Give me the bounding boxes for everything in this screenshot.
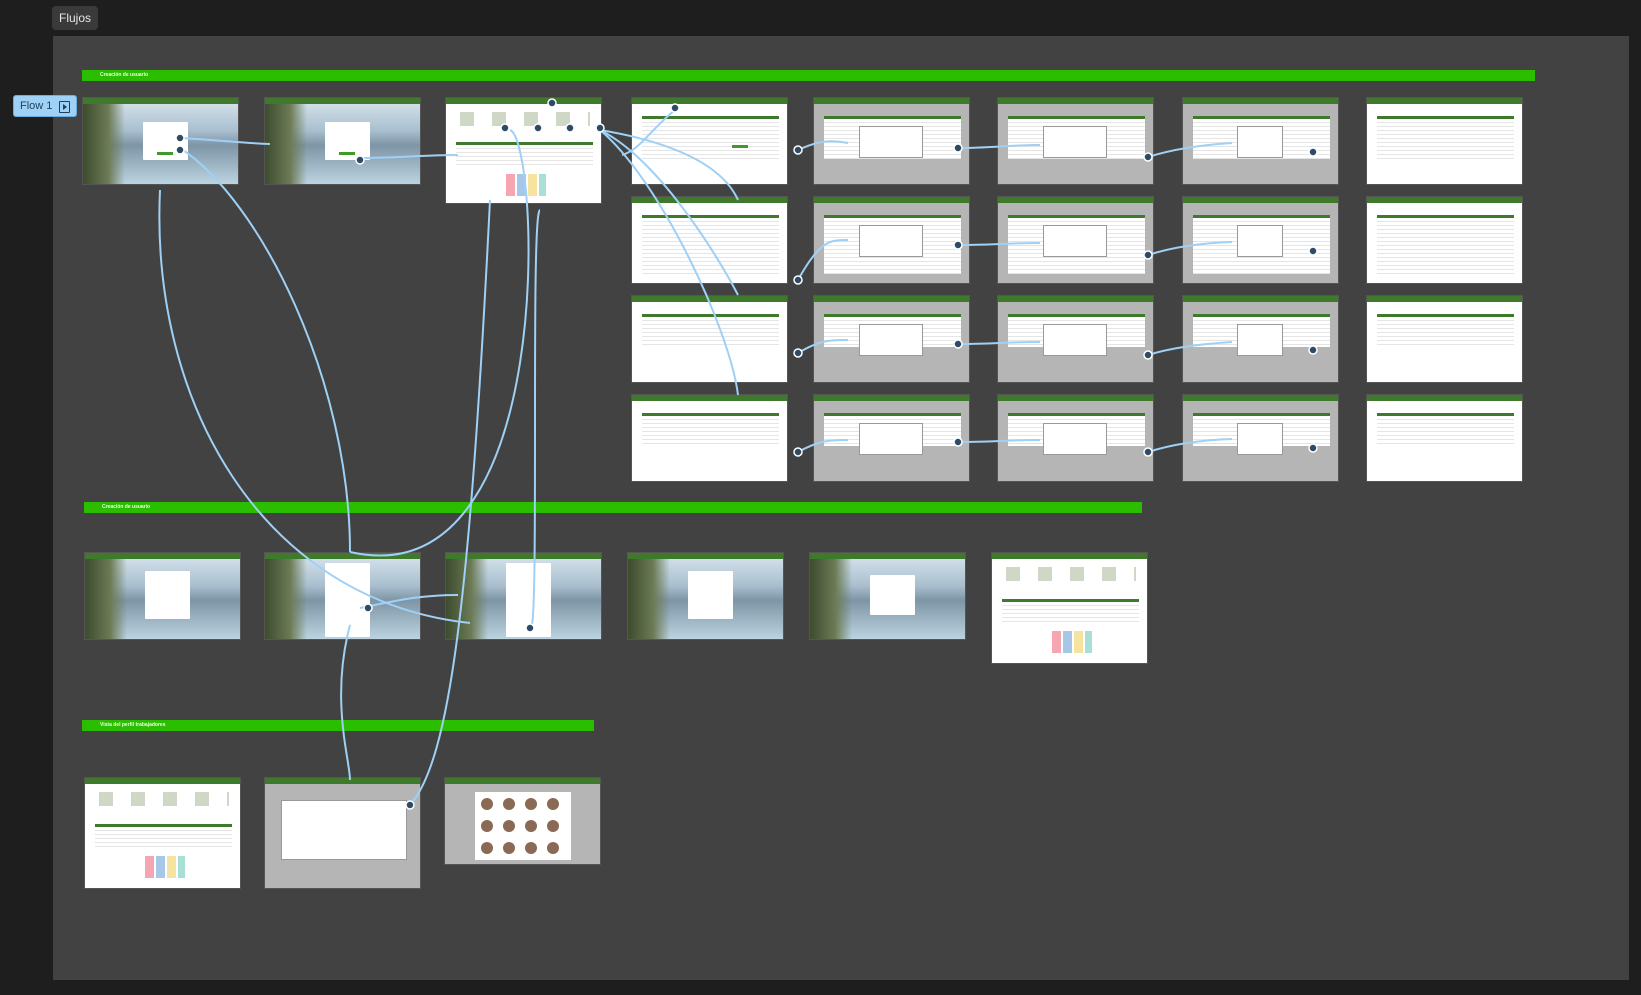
frame-table-r2c4[interactable] [1182, 196, 1339, 284]
canvas[interactable]: Creación de usuario Creación de usuario … [53, 36, 1629, 980]
frame-signup-4[interactable] [627, 552, 784, 640]
frame-dashboard-1[interactable] [445, 97, 602, 204]
frame-table-r4c2[interactable] [813, 394, 970, 482]
page-tab[interactable]: Flujos [52, 6, 99, 30]
frame-table-r1c3[interactable] [997, 97, 1154, 185]
frame-table-r3c2[interactable] [813, 295, 970, 383]
play-icon[interactable] [59, 101, 70, 113]
frame-signup-5[interactable] [809, 552, 966, 640]
frame-signup-1[interactable] [84, 552, 241, 640]
frame-table-r3c1[interactable] [631, 295, 788, 383]
frame-profile-grid[interactable] [444, 777, 601, 865]
flow-start-badge[interactable]: Flow 1 [13, 95, 77, 117]
frame-table-r4c4[interactable] [1182, 394, 1339, 482]
frame-table-r1c1[interactable] [631, 97, 788, 185]
flow-badge-label: Flow 1 [20, 100, 53, 112]
section-bar-3: Vista del perfil trabajadores [82, 720, 594, 731]
frame-table-r1c5[interactable] [1366, 97, 1523, 185]
section-bar-2: Creación de usuario [84, 502, 1142, 513]
frame-table-r2c5[interactable] [1366, 196, 1523, 284]
frame-dashboard-2[interactable] [991, 552, 1148, 664]
frame-table-r2c2[interactable] [813, 196, 970, 284]
frame-profile-dashboard[interactable] [84, 777, 241, 889]
frame-table-r2c1[interactable] [631, 196, 788, 284]
frame-table-r2c3[interactable] [997, 196, 1154, 284]
frame-signup-2[interactable] [264, 552, 421, 640]
frame-table-r4c5[interactable] [1366, 394, 1523, 482]
frame-table-r3c5[interactable] [1366, 295, 1523, 383]
frame-table-r4c3[interactable] [997, 394, 1154, 482]
frame-table-r3c3[interactable] [997, 295, 1154, 383]
frame-table-r4c1[interactable] [631, 394, 788, 482]
frame-table-r1c4[interactable] [1182, 97, 1339, 185]
frame-table-r3c4[interactable] [1182, 295, 1339, 383]
section-bar-1: Creación de usuario [82, 70, 1535, 81]
frame-login-2[interactable] [264, 97, 421, 185]
frame-login-1[interactable] [82, 97, 239, 185]
frame-profile-detail[interactable] [264, 777, 421, 889]
